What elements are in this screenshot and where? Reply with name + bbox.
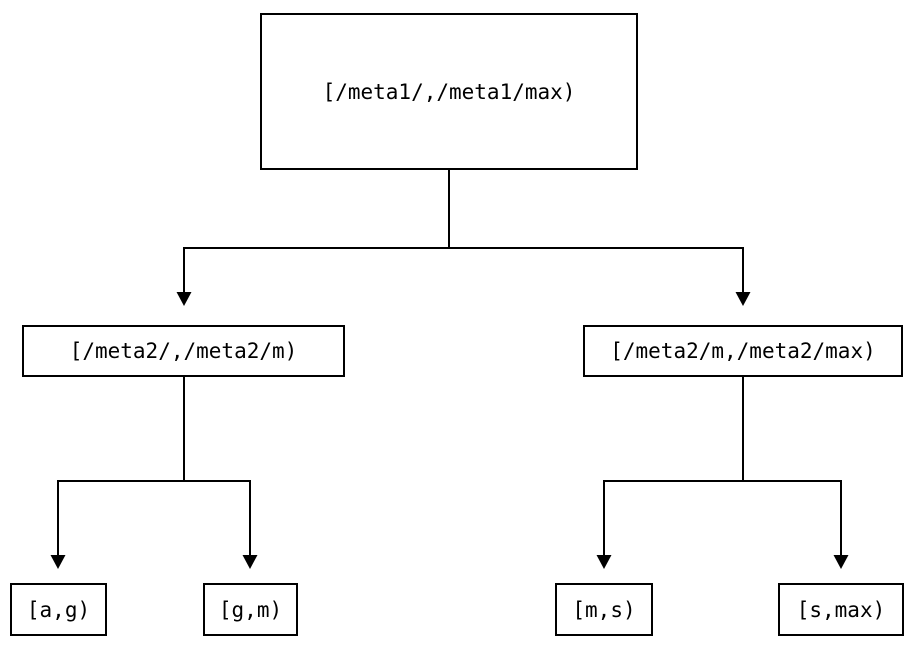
node-root-label: [/meta1/,/meta1/max) (322, 79, 576, 104)
node-leaf-s-max-label: [s,max) (796, 597, 886, 622)
node-leaf-a-g-label: [a,g) (26, 597, 91, 622)
node-leaf-g-m: [g,m) (203, 583, 298, 636)
node-meta2-right: [/meta2/m,/meta2/max) (583, 325, 903, 377)
arrowhead-leaf-ms (596, 555, 612, 569)
node-leaf-a-g: [a,g) (10, 583, 107, 636)
node-leaf-m-s-label: [m,s) (572, 597, 636, 622)
node-leaf-s-max: [s,max) (778, 583, 904, 636)
arrowhead-leaf-smax (833, 555, 849, 569)
node-meta2-left: [/meta2/,/meta2/m) (22, 325, 345, 377)
node-meta2-left-label: [/meta2/,/meta2/m) (69, 339, 298, 363)
node-leaf-g-m-label: [g,m) (218, 597, 283, 622)
arrowhead-l2-right (735, 292, 751, 306)
arrowhead-leaf-ag (50, 555, 66, 569)
arrowhead-leaf-gm (242, 555, 258, 569)
node-root: [/meta1/,/meta1/max) (260, 13, 638, 170)
node-leaf-m-s: [m,s) (555, 583, 653, 636)
arrowhead-l2-left (176, 292, 192, 306)
node-meta2-right-label: [/meta2/m,/meta2/max) (610, 339, 876, 363)
